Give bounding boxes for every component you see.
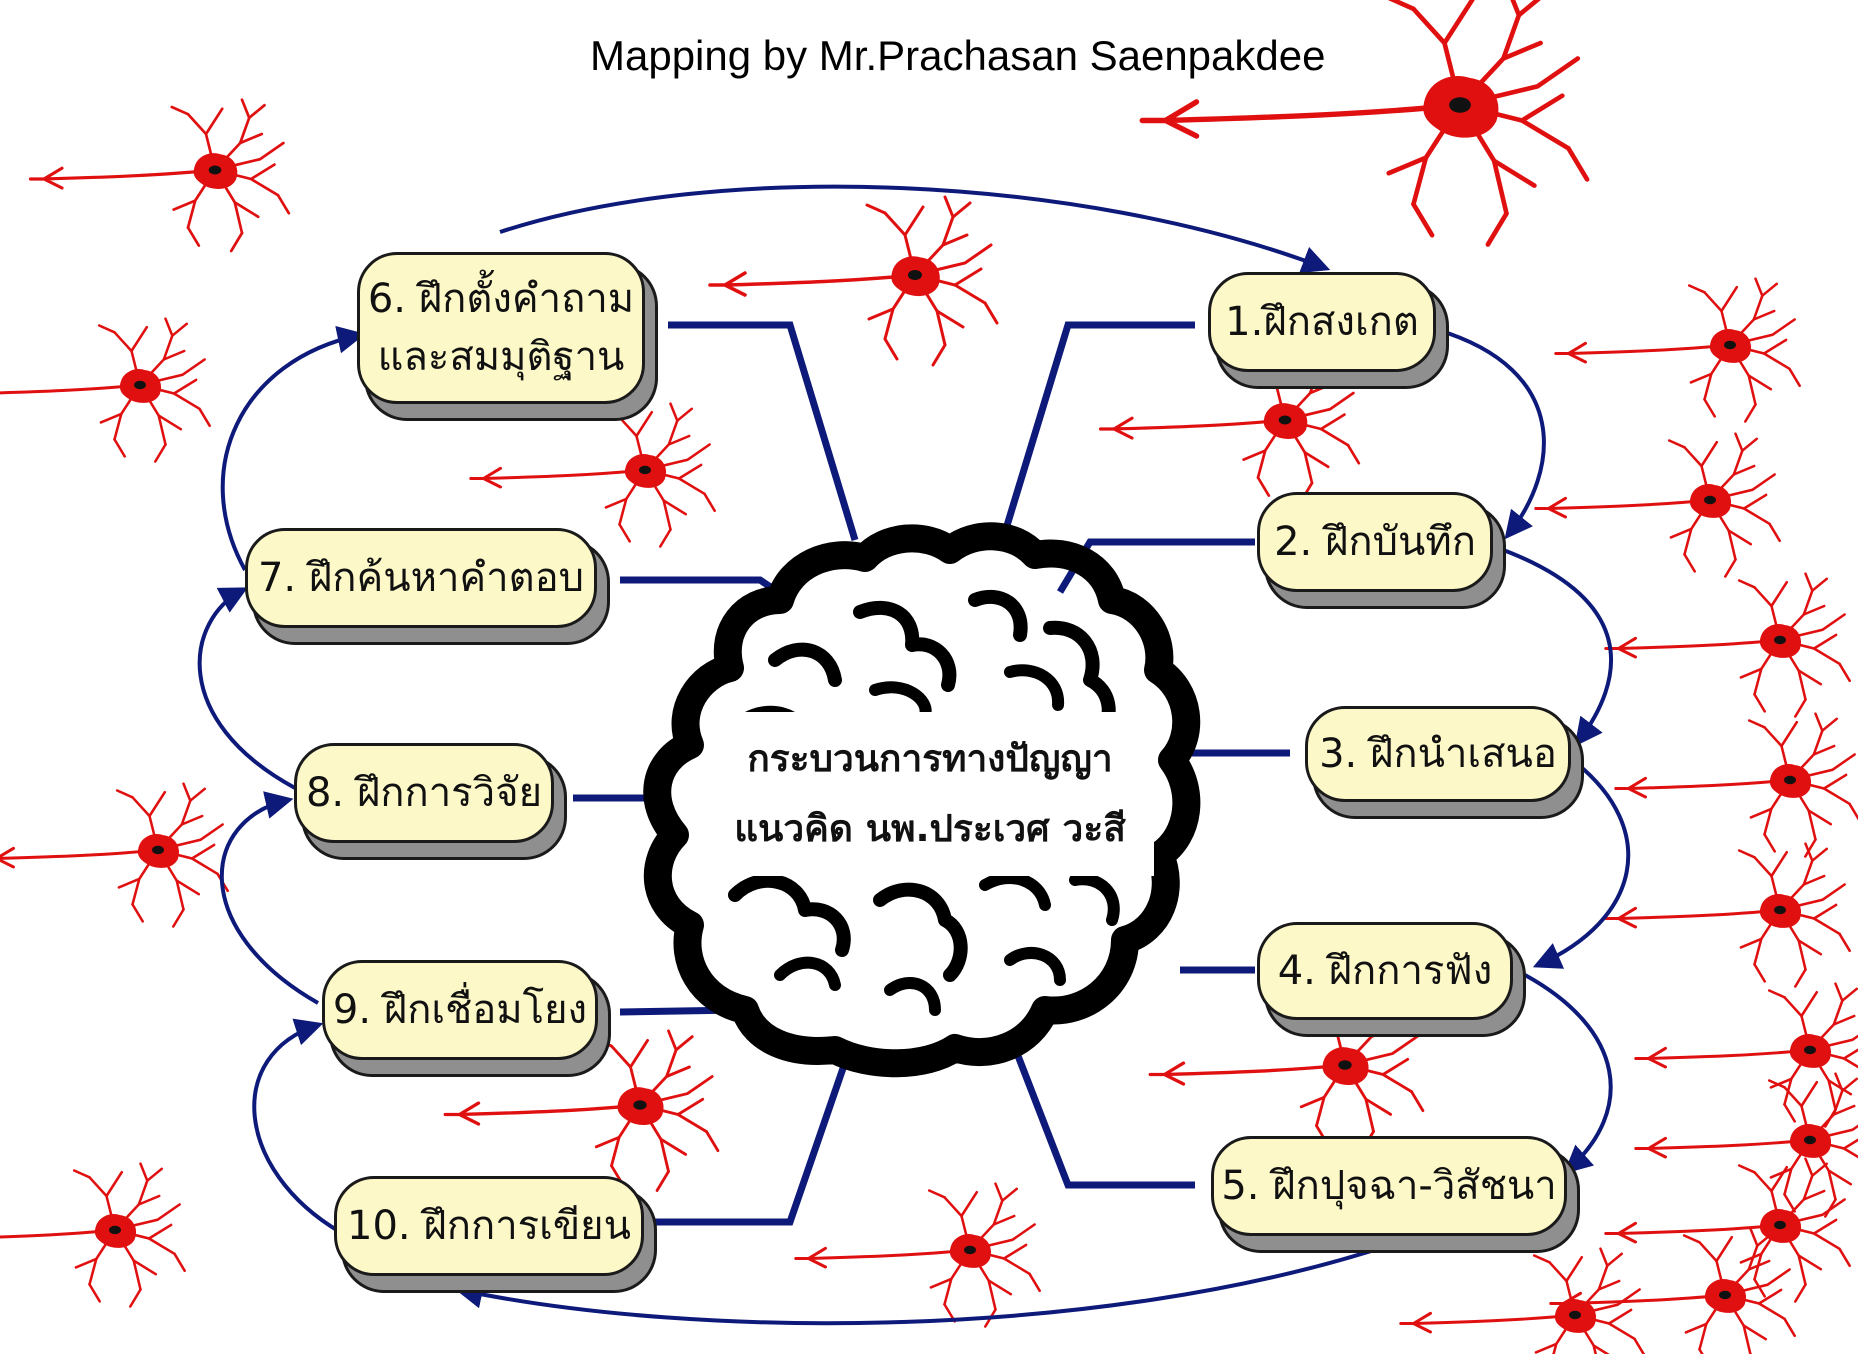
node-5-label: 5. ฝึกปุจฉา-วิสัชนา xyxy=(1221,1163,1557,1209)
central-topic: กระบวนการทางปัญญา แนวคิด นพ.ประเวศ วะสี xyxy=(706,712,1154,876)
arrow-10-to-9 xyxy=(252,1018,342,1234)
neuron-icon xyxy=(1604,842,1851,988)
node-6-questioning-hypothesis[interactable]: 6. ฝึกตั้งคำถาม และสมมุติฐาน xyxy=(357,252,645,404)
arrow-8-to-7 xyxy=(197,587,296,790)
node-7-finding-answers[interactable]: 7. ฝึกค้นหาคำตอบ xyxy=(245,528,597,628)
node-10-writing[interactable]: 10. ฝึกการเขียน xyxy=(334,1176,644,1276)
node-8-research[interactable]: 8. ฝึกการวิจัย xyxy=(294,743,554,843)
connector-6 xyxy=(668,321,859,542)
connector-10 xyxy=(655,1046,854,1226)
cycle-arrows xyxy=(197,184,1631,1326)
node-3-label: 3. ฝึกนำเสนอ xyxy=(1319,731,1557,777)
arrow-7-to-6 xyxy=(220,325,366,571)
arrow-5-to-10 xyxy=(454,1243,1391,1326)
neuron-icon xyxy=(1098,348,1361,503)
neuron-icon xyxy=(28,98,291,253)
neuron-icon xyxy=(469,402,716,548)
neuron-icon xyxy=(1634,982,1858,1128)
node-4-listening[interactable]: 4. ฝึกการฟัง xyxy=(1257,922,1513,1020)
arrow-6-to-1 xyxy=(499,184,1331,274)
node-1-label: 1.ฝึกสงเกต xyxy=(1225,299,1419,345)
node-3-presenting[interactable]: 3. ฝึกนำเสนอ xyxy=(1305,706,1571,802)
neuron-icon xyxy=(0,1162,186,1308)
node-9-connecting[interactable]: 9. ฝึกเชื่อมโยง xyxy=(322,960,598,1060)
node-1-observation[interactable]: 1.ฝึกสงเกต xyxy=(1208,272,1436,372)
neuron-icon xyxy=(1554,277,1801,423)
neuron-icon xyxy=(1534,432,1781,578)
neuron-icon xyxy=(1614,712,1858,858)
neuron-icon xyxy=(1148,989,1425,1152)
neuron-icon xyxy=(0,317,211,463)
arrow-1-to-2 xyxy=(1437,328,1546,540)
neuron-icon xyxy=(708,195,999,367)
connector-lines xyxy=(573,321,1290,1226)
neuron-icon xyxy=(0,782,229,928)
arrow-9-to-8 xyxy=(219,791,319,1005)
neuron-icon xyxy=(1399,1247,1646,1354)
central-topic-line-1: กระบวนการทางปัญญา xyxy=(747,736,1113,780)
connector-5 xyxy=(1011,1046,1195,1189)
arrow-2-to-3 xyxy=(1497,546,1613,747)
arrow-4-to-5 xyxy=(1524,973,1613,1174)
node-5-question-answer[interactable]: 5. ฝึกปุจฉา-วิสัชนา xyxy=(1211,1136,1567,1236)
node-2-label: 2. ฝึกบันทึก xyxy=(1274,519,1476,565)
node-8-label: 8. ฝึกการวิจัย xyxy=(305,770,543,816)
connector-2 xyxy=(1056,538,1255,594)
neuron-icon xyxy=(1139,0,1590,247)
connector-1 xyxy=(998,321,1195,544)
neuron-icon xyxy=(1634,1072,1858,1218)
connector-7 xyxy=(620,576,777,593)
author-credit: Mapping by Mr.Prachasan Saenpakdee xyxy=(590,32,1326,79)
neuron-icon xyxy=(443,1029,720,1192)
central-topic-line-2: แนวคิด นพ.ประเวศ วะสี xyxy=(734,807,1126,850)
node-7-label: 7. ฝึกค้นหาคำตอบ xyxy=(257,555,585,601)
arrow-3-to-4 xyxy=(1532,760,1631,969)
node-2-recording[interactable]: 2. ฝึกบันทึก xyxy=(1257,492,1493,592)
node-10-label: 10. ฝึกการเขียน xyxy=(347,1203,631,1249)
node-6-label-line-1: 6. ฝึกตั้งคำถาม xyxy=(367,276,635,322)
neuron-icon xyxy=(794,1182,1041,1328)
node-9-label: 9. ฝึกเชื่อมโยง xyxy=(332,987,588,1033)
node-4-label: 4. ฝึกการฟัง xyxy=(1277,948,1493,994)
neuron-icon xyxy=(1604,572,1851,718)
brain-icon xyxy=(643,522,1201,1078)
node-6-label-line-2: และสมมุติฐาน xyxy=(377,334,625,380)
